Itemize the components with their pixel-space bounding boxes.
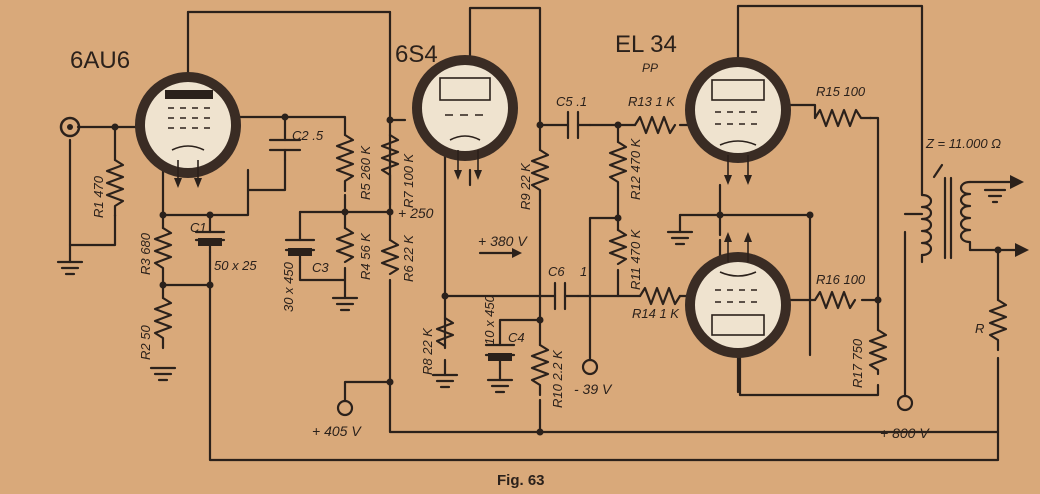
label-r15: R15 100 bbox=[816, 84, 866, 99]
voltage-250: + 250 bbox=[398, 205, 434, 221]
tube-note-pp: PP bbox=[642, 61, 658, 75]
ground-symbols bbox=[56, 188, 1007, 394]
label-c1-value: 50 x 25 bbox=[214, 258, 257, 273]
label-r14: R14 1 K bbox=[632, 306, 680, 321]
labels: 6AU6 6S4 EL 34 PP R1 470 R2 50 R3 680 R4… bbox=[70, 31, 1001, 489]
resistor-zigzags bbox=[105, 108, 1008, 397]
voltage-380: + 380 V bbox=[478, 233, 528, 249]
label-r5: R5 260 K bbox=[358, 144, 373, 200]
capacitor-plates bbox=[194, 110, 592, 370]
label-r-load: R bbox=[975, 321, 984, 336]
label-c2: C2 .5 bbox=[292, 128, 324, 143]
label-c3-value: 30 x 450 bbox=[281, 261, 296, 312]
label-r8: R8 22 K bbox=[420, 327, 435, 375]
label-r6: R6 22 K bbox=[401, 234, 416, 282]
output-transformer bbox=[920, 163, 972, 264]
tube-label-el34: EL 34 bbox=[615, 31, 677, 58]
label-r10: R10 2.2 K bbox=[550, 349, 565, 408]
tube-el34-lower bbox=[685, 232, 791, 358]
label-c1: C1 bbox=[190, 220, 207, 235]
transformer-impedance: Z = 11.000 Ω bbox=[925, 136, 1001, 151]
label-r16: R16 100 bbox=[816, 272, 866, 287]
label-c5: C5 .1 bbox=[556, 94, 587, 109]
label-r9: R9 22 K bbox=[518, 162, 533, 210]
tube-6au6 bbox=[135, 72, 241, 188]
label-r13: R13 1 K bbox=[628, 94, 676, 109]
figure-caption: Fig. 63 bbox=[497, 472, 545, 489]
voltage-405: + 405 V bbox=[312, 423, 362, 439]
label-r3: R3 680 bbox=[138, 232, 153, 275]
label-r11: R11 470 K bbox=[628, 228, 643, 290]
label-r2: R2 50 bbox=[138, 325, 153, 360]
tube-label-6au6: 6AU6 bbox=[70, 47, 130, 74]
wiring bbox=[68, 4, 1017, 462]
terminals bbox=[59, 116, 1029, 417]
voltage-minus-39: - 39 V bbox=[574, 381, 613, 397]
label-r12: R12 470 K bbox=[628, 137, 643, 200]
tube-6s4 bbox=[412, 55, 518, 180]
label-c6: C6 bbox=[548, 264, 565, 279]
label-c6-value: 1 bbox=[580, 264, 587, 279]
label-c4-value: 10 x 450 bbox=[482, 294, 497, 345]
junction-dots bbox=[111, 113, 1002, 436]
label-c3: C3 bbox=[312, 260, 329, 275]
label-r4: R4 56 K bbox=[358, 232, 373, 280]
tube-label-6s4: 6S4 bbox=[395, 41, 438, 68]
label-r17: R17 750 bbox=[850, 338, 865, 388]
label-r7: R7 100 K bbox=[401, 152, 416, 208]
label-c4: C4 bbox=[508, 330, 525, 345]
voltage-800: + 800 V bbox=[880, 425, 930, 441]
tube-el34-upper bbox=[685, 57, 791, 185]
label-r1: R1 470 bbox=[91, 175, 106, 218]
